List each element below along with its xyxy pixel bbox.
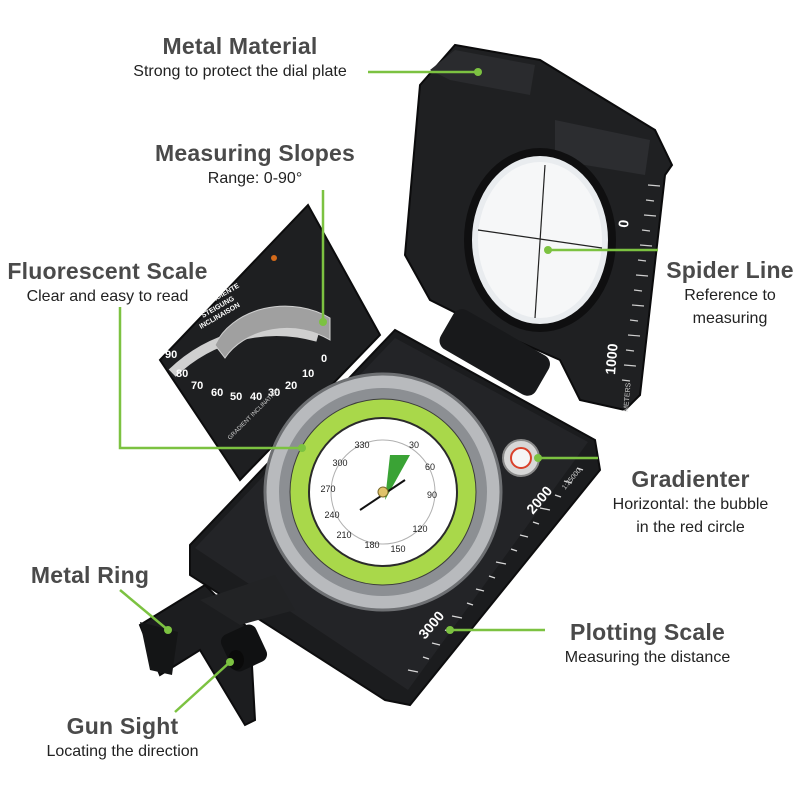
callout-title: Spider Line [666,257,794,283]
callout-title: Gradienter [631,466,750,492]
callout-title: Metal Ring [30,562,150,588]
clinometer-num-90: 90 [165,349,177,361]
dot-spider-line [544,246,552,254]
callout-subtitle: Locating the direction [46,743,199,760]
clinometer-num-30: 30 [268,387,280,399]
dial-num-180: 180 [364,540,379,550]
plotting-scale-ticks [407,467,584,673]
lid-scale-zero: 0 [615,219,632,228]
gun-sight-assembly [138,575,295,727]
spider-line-vertical [534,164,546,319]
dot-metal-ring [164,626,172,634]
callout-subtitle-line1: Horizontal: the bubble [612,496,769,513]
dial-num-240: 240 [324,510,339,520]
leader-fluorescent-scale [118,307,302,450]
compass-lid: 0 1000 METERS [403,43,674,412]
clinometer-num-80: 80 [176,368,188,380]
callout-measuring-slopes: Measuring Slopes Range: 0-90° [130,140,380,190]
dial-num-60: 60 [425,462,435,472]
callout-gun-sight: Gun Sight Locating the direction [20,713,225,763]
dot-metal-material [474,68,482,76]
callout-subtitle-line2: measuring [692,310,768,327]
dot-gun-sight [226,658,234,666]
lid-scale-ticks [621,184,661,382]
callout-title: Metal Material [162,33,318,59]
callout-title: Plotting Scale [570,619,725,645]
clinometer-num-0: 0 [321,353,327,365]
dial-num-210: 210 [336,530,351,540]
dot-measuring-slopes [319,318,327,326]
dial-num-120: 120 [412,524,427,534]
callout-subtitle: Clear and easy to read [26,288,189,305]
lid-scale-unit: METERS [623,382,633,412]
callout-subtitle-line2: in the red circle [636,519,745,536]
callout-metal-ring: Metal Ring [20,562,160,589]
dial-num-90: 90 [427,490,437,500]
dot-plotting-scale [446,626,454,634]
lid-scale-1000: 1000 [602,343,621,376]
clinometer-num-40: 40 [250,391,262,403]
clinometer-panel: PENDIENTE STEIGUNG INCLINAISON 90 80 70 … [158,203,382,482]
clinometer-num-20: 20 [285,380,297,392]
callout-fluorescent-scale: Fluorescent Scale Clear and easy to read [0,258,215,308]
callout-subtitle: Measuring the distance [564,649,731,666]
callout-gradienter: Gradienter Horizontal: the bubble in the… [588,466,793,539]
clinometer-scale-numbers: 90 80 70 60 50 40 30 20 10 0 [165,349,327,403]
callout-title: Gun Sight [66,713,179,739]
dot-fluorescent-scale [298,444,306,452]
dot-gradienter [534,454,542,462]
callout-plotting-scale: Plotting Scale Measuring the distance [535,619,760,669]
dial-num-30: 30 [409,440,419,450]
leader-gun-sight [174,661,231,713]
callout-subtitle: Strong to protect the dial plate [133,63,347,80]
leader-metal-ring [119,589,169,631]
callout-title: Fluorescent Scale [7,258,208,284]
callout-spider-line: Spider Line Reference to measuring [655,257,800,330]
dial-numbers: 330 300 270 240 210 180 150 120 90 60 30 [320,440,437,554]
compass-dial: 330 300 270 240 210 180 150 120 90 60 30 [263,372,503,612]
clinometer-num-10: 10 [302,368,314,380]
dial-num-330: 330 [354,440,369,450]
callout-title: Measuring Slopes [154,140,356,166]
clinometer-num-60: 60 [211,387,223,399]
callout-subtitle: Range: 0-90° [207,170,303,187]
clinometer-num-50: 50 [230,391,242,403]
callout-subtitle-line1: Reference to [684,287,776,304]
clinometer-num-70: 70 [191,380,203,392]
callout-metal-material: Metal Material Strong to protect the dia… [90,33,390,83]
dial-num-300: 300 [332,458,347,468]
dial-num-150: 150 [390,544,405,554]
dial-num-270: 270 [320,484,335,494]
